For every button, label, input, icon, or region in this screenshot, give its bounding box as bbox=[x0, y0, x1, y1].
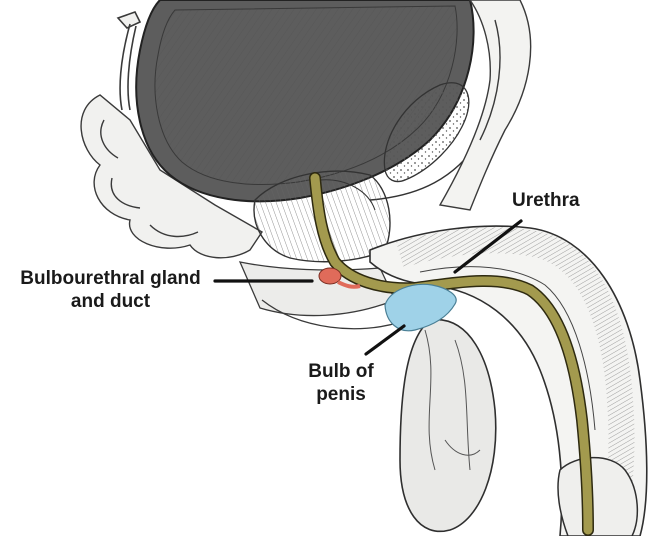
leader-bulb bbox=[364, 324, 406, 356]
seminal-vesicle bbox=[383, 82, 470, 183]
leader-urethra bbox=[453, 219, 523, 274]
label-bulbourethral-line2: and duct bbox=[70, 291, 151, 312]
rectum-coils bbox=[80, 94, 263, 259]
label-urethra: Urethra bbox=[512, 190, 580, 211]
label-bulbourethral-gland: Bulbourethral gland and duct bbox=[8, 267, 213, 313]
scrotum bbox=[399, 318, 497, 533]
vessels bbox=[116, 11, 142, 111]
leader-lines bbox=[213, 219, 523, 356]
urethra-tube bbox=[309, 172, 594, 536]
pelvic-wall bbox=[438, 0, 532, 211]
label-bulb-of-penis: Bulb of penis bbox=[303, 360, 379, 406]
glans bbox=[557, 456, 639, 536]
label-bulb-line2: penis bbox=[316, 384, 366, 405]
label-bulb-line1: Bulb of bbox=[308, 361, 374, 382]
label-bulbourethral-line1: Bulbourethral gland bbox=[20, 268, 201, 289]
bulbourethral-gland bbox=[318, 267, 361, 289]
